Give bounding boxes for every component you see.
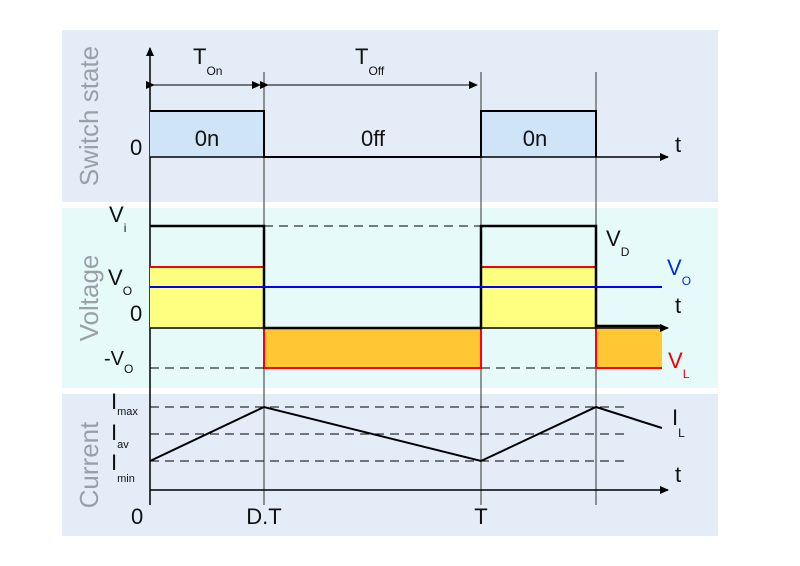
iav-label: Iav bbox=[111, 420, 129, 451]
vd-label: VD bbox=[606, 226, 630, 259]
vl-off-area-1 bbox=[264, 328, 481, 368]
il-label: IL bbox=[672, 405, 685, 440]
vl-label: VL bbox=[668, 348, 690, 381]
on-interval-1 bbox=[150, 111, 264, 157]
t-off-label: TOff bbox=[355, 44, 385, 78]
off-label: 0ff bbox=[361, 126, 386, 151]
neg-vo-label: -VO bbox=[104, 348, 133, 376]
vd-waveform bbox=[150, 224, 662, 330]
current-t-label: t bbox=[675, 462, 681, 487]
voltage-zero-label: 0 bbox=[130, 301, 142, 326]
voltage-axis-label: Voltage bbox=[74, 255, 104, 342]
on-label-2: 0n bbox=[523, 126, 547, 151]
vl-off-area-2 bbox=[596, 328, 662, 368]
on-interval-2 bbox=[481, 111, 596, 157]
time-t-label: T bbox=[474, 504, 487, 529]
vo-right-label: VO bbox=[667, 255, 691, 288]
t-on-label: TOn bbox=[193, 44, 222, 78]
current-axis-label: Current bbox=[74, 421, 104, 508]
il-waveform bbox=[149, 405, 663, 463]
vo-left-label: VO bbox=[108, 265, 132, 298]
time-zero-label: 0 bbox=[131, 504, 143, 529]
vi-label: Vi bbox=[109, 202, 126, 235]
switch-t-label: t bbox=[675, 132, 681, 157]
time-dt-label: D.T bbox=[246, 504, 281, 529]
on-label-1: 0n bbox=[195, 126, 219, 151]
imax-label: Imax bbox=[111, 389, 138, 418]
switch-state-axis-label: Switch state bbox=[74, 46, 104, 186]
current-panel bbox=[62, 394, 718, 536]
vl-on-area-2 bbox=[481, 267, 596, 328]
vl-on-area-1 bbox=[150, 267, 264, 328]
voltage-t-label: t bbox=[675, 293, 681, 318]
switch-zero-label: 0 bbox=[130, 135, 142, 160]
imin-label: Imin bbox=[111, 450, 135, 485]
